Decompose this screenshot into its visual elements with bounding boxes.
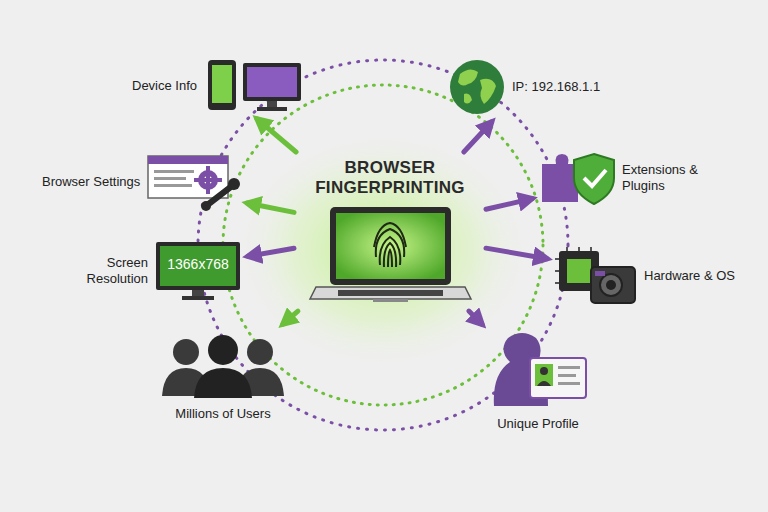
device-node: Device Info	[132, 58, 303, 113]
dotted-ring	[223, 85, 543, 405]
node-label: IP: 192.168.1.1	[512, 79, 600, 95]
arrow-connector	[486, 199, 532, 210]
icon-holder	[146, 152, 241, 212]
ip-node: IP: 192.168.1.1	[448, 58, 600, 116]
arrow-connector	[247, 203, 294, 212]
icon-holder	[553, 243, 638, 308]
device-icon	[203, 58, 303, 113]
profile-node: Unique Profile	[488, 330, 588, 432]
node-label: Unique Profile	[497, 416, 579, 432]
icon-holder	[488, 330, 588, 408]
extensions-node: Extensions & Plugins	[538, 148, 704, 208]
screen-node: Screen Resolution 1366x768	[86, 240, 242, 302]
icon-holder	[203, 58, 303, 113]
users-icon	[158, 330, 288, 398]
arrow-connector	[464, 122, 492, 152]
node-label: Extensions & Plugins	[622, 162, 704, 193]
arrow-connector	[248, 248, 294, 256]
extensions-icon	[538, 148, 616, 208]
node-label: Hardware & OS	[644, 268, 735, 284]
node-label: Screen Resolution	[86, 255, 148, 286]
diagram-title: BROWSER FINGERPRINTING	[300, 158, 480, 197]
arrow-connector	[283, 311, 298, 324]
center-node: BROWSER FINGERPRINTING	[300, 158, 480, 305]
icon-holder	[158, 330, 288, 398]
node-label: Browser Settings	[42, 174, 140, 190]
node-label: Millions of Users	[175, 406, 270, 422]
icon-holder	[538, 148, 616, 208]
profile-icon	[488, 330, 588, 408]
screen-value: 1366x768	[162, 249, 234, 279]
arrow-connector	[486, 248, 547, 259]
hardware-icon	[553, 243, 638, 308]
icon-holder	[308, 205, 473, 305]
dotted-ring	[198, 60, 568, 430]
settings-node: Browser Settings	[42, 152, 241, 212]
hardware-node: Hardware & OS	[553, 243, 735, 308]
icon-holder: 1366x768	[154, 240, 242, 302]
icon-holder	[448, 58, 506, 116]
laptop-icon	[308, 205, 473, 305]
arrow-connector	[469, 311, 482, 324]
users-node: Millions of Users	[158, 330, 288, 422]
arrow-connector	[257, 119, 296, 152]
node-label: Device Info	[132, 78, 197, 94]
settings-icon	[146, 152, 241, 212]
globe-icon	[448, 58, 506, 116]
